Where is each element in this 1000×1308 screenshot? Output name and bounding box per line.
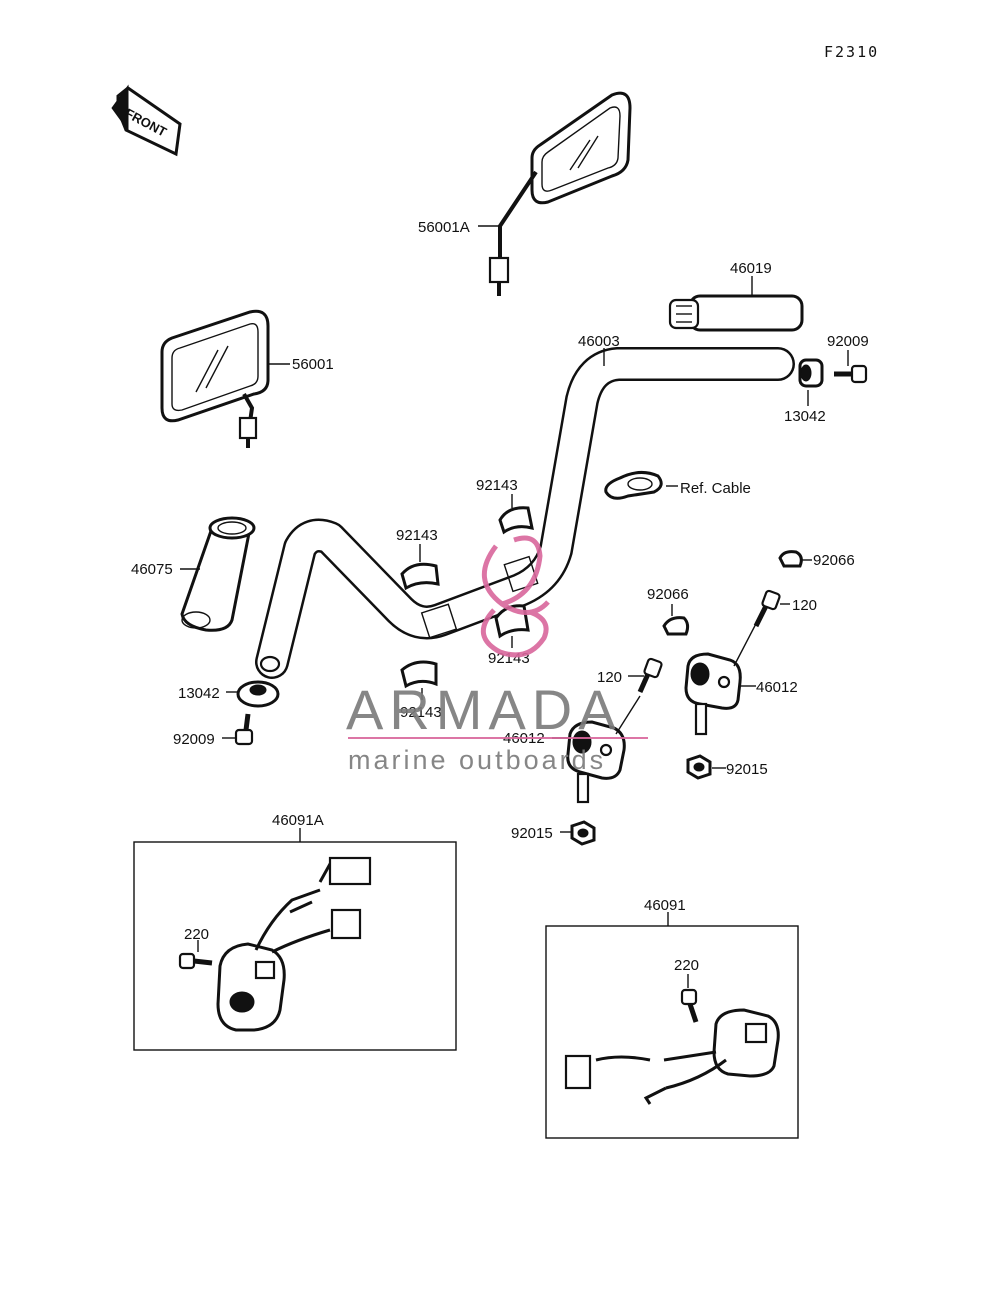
left-switch-housing — [216, 856, 372, 1032]
nut-lower — [570, 820, 596, 846]
watermark-brand: ARMADA — [346, 678, 622, 741]
shim-lower-left — [400, 660, 438, 689]
label-92066-lower: 92066 — [647, 586, 689, 603]
label-46075: 46075 — [131, 561, 173, 578]
label-46012-upper: 46012 — [756, 679, 798, 696]
label-46091: 46091 — [644, 897, 686, 914]
left-grip — [180, 516, 256, 632]
right-switch-assembly-box — [545, 925, 799, 1139]
right-mirror — [488, 91, 632, 296]
armada-watermark: ARMADA marine outboards — [346, 535, 648, 775]
figure-code: F2310 — [824, 43, 879, 61]
right-bar-end-weight — [798, 358, 824, 388]
watermark-rule — [348, 737, 648, 739]
label-56001A: 56001A — [418, 219, 470, 236]
propeller-logo-icon — [481, 535, 550, 658]
shim-upper-left — [400, 562, 440, 591]
left-mirror — [160, 309, 270, 448]
left-switch-screw — [178, 952, 213, 970]
cap-upper — [778, 550, 803, 568]
label-220-left: 220 — [184, 926, 209, 943]
label-92015-upper: 92015 — [726, 761, 768, 778]
shim-upper-right — [498, 506, 534, 535]
right-switch-screw — [680, 988, 699, 1023]
watermark-tagline: marine outboards — [348, 745, 606, 775]
label-92143-d: 92143 — [400, 704, 442, 721]
label-220-right: 220 — [674, 957, 699, 974]
bolt-120-lower — [637, 657, 663, 694]
nut-upper — [686, 754, 712, 780]
label-13042-right: 13042 — [784, 408, 826, 425]
cap-lower — [662, 616, 690, 636]
label-92015-lower: 92015 — [511, 825, 553, 842]
handlebar — [255, 347, 795, 679]
cable-clamp — [604, 471, 663, 500]
right-switch-housing — [564, 1008, 780, 1105]
right-end-bolt — [834, 364, 868, 384]
label-92143-a: 92143 — [476, 477, 518, 494]
label-120-lower: 120 — [597, 669, 622, 686]
label-92143-b: 92143 — [396, 527, 438, 544]
holder-lower — [566, 720, 626, 804]
front-direction-arrow: FRONT — [111, 84, 182, 157]
label-13042-left: 13042 — [178, 685, 220, 702]
left-end-bolt — [234, 713, 254, 746]
label-92009-right: 92009 — [827, 333, 869, 350]
label-56001: 56001 — [292, 356, 334, 373]
label-46019: 46019 — [730, 260, 772, 277]
left-switch-assembly-box — [133, 841, 457, 1051]
left-bar-end-weight — [236, 680, 280, 708]
label-ref-cable: Ref. Cable — [680, 480, 751, 497]
holder-upper — [684, 652, 742, 736]
bolt-120-upper — [753, 589, 781, 628]
right-throttle-grip — [668, 294, 804, 332]
label-46091A: 46091A — [272, 812, 324, 829]
label-120-upper: 120 — [792, 597, 817, 614]
label-46003: 46003 — [578, 333, 620, 350]
label-92066-upper: 92066 — [813, 552, 855, 569]
label-92009-left: 92009 — [173, 731, 215, 748]
